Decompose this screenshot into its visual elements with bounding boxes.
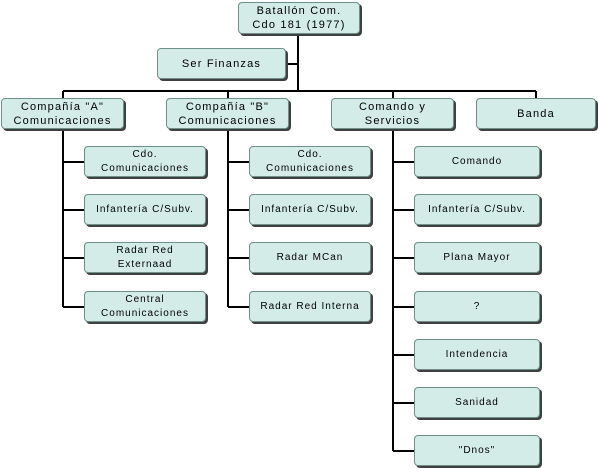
ser-finanzas-box[interactable]: Ser Finanzas: [157, 48, 286, 79]
compania-a-box[interactable]: Compañía "A" Comunicaciones: [1, 98, 124, 129]
unit-c-item-5[interactable]: Intendencia: [414, 339, 540, 370]
unit-a-item-1[interactable]: Cdo. Comunicaciones: [84, 146, 206, 177]
top-unit-box[interactable]: Batallón Com. Cdo 181 (1977): [238, 2, 360, 34]
banda-box[interactable]: Banda: [476, 98, 596, 129]
unit-a-item-2[interactable]: Infantería C/Subv.: [84, 194, 206, 225]
unit-b-item-1[interactable]: Cdo. Comunicaciones: [249, 146, 371, 177]
compania-b-box[interactable]: Compañía "B" Comunicaciones: [166, 98, 289, 129]
unit-c-item-2[interactable]: Infantería C/Subv.: [414, 194, 540, 225]
top-unit-line1: Batallón Com.: [256, 5, 342, 17]
unit-c-item-3[interactable]: Plana Mayor: [414, 242, 540, 273]
unit-c-item-4[interactable]: ?: [414, 291, 540, 322]
unit-a-item-4[interactable]: Central Comunicaciones: [84, 291, 206, 322]
top-unit-line2: Cdo 181 (1977): [252, 19, 346, 31]
unit-c-item-1[interactable]: Comando: [414, 146, 540, 177]
unit-b-item-3[interactable]: Radar MCan: [249, 242, 371, 273]
unit-b-item-2[interactable]: Infantería C/Subv.: [249, 194, 371, 225]
unit-a-item-3[interactable]: Radar Red Externaad: [84, 242, 206, 273]
unit-b-item-4[interactable]: Radar Red Interna: [249, 291, 371, 322]
unit-c-item-6[interactable]: Sanidad: [414, 387, 540, 418]
comando-servicios-box[interactable]: Comando y Servicios: [331, 98, 454, 129]
unit-c-item-7[interactable]: "Dnos": [414, 435, 540, 466]
